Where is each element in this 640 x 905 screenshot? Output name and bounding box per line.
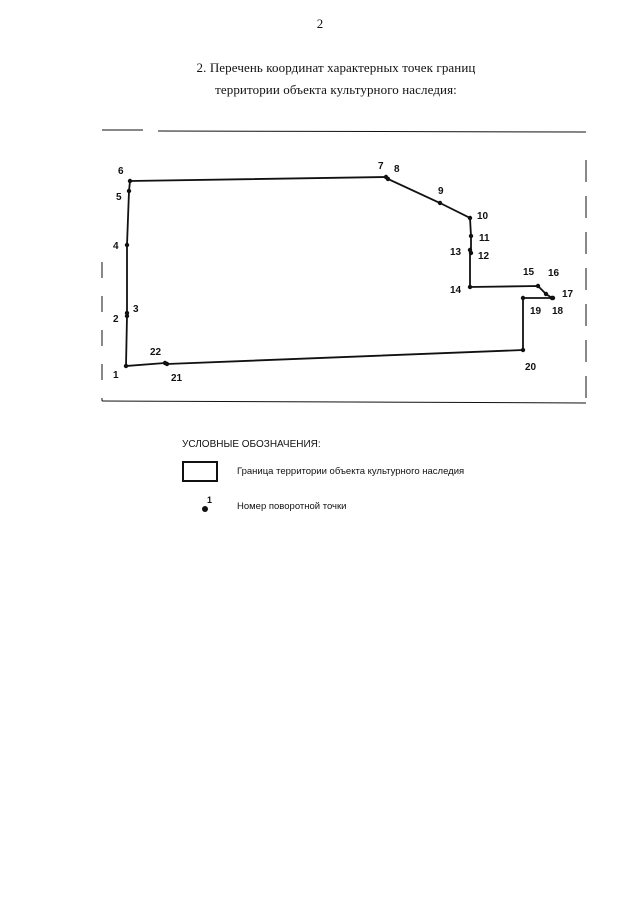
- point-marker-1: [123, 363, 129, 369]
- point-label-11: 11: [479, 233, 490, 244]
- point-label-7: 7: [378, 161, 384, 172]
- point-label-3: 3: [133, 304, 139, 315]
- point-marker-14: [467, 284, 473, 290]
- point-marker-19: [520, 295, 526, 301]
- boundary-polygon: [125, 176, 553, 367]
- page-number: 2: [316, 16, 324, 31]
- point-label-2: 2: [113, 314, 119, 325]
- point-marker-15: [535, 283, 541, 289]
- point-label-22: 22: [150, 347, 162, 358]
- point-label-9: 9: [438, 186, 444, 197]
- point-label-12: 12: [478, 251, 490, 262]
- point-marker-9: [437, 200, 443, 206]
- heading-line-2: территории объекта культурного наследия:: [215, 82, 457, 97]
- point-marker-13: [467, 247, 473, 253]
- point-label-4: 4: [113, 241, 119, 252]
- point-marker-10: [467, 215, 473, 221]
- frame-bottom: [101, 400, 587, 404]
- heading-line-1: 2. Перечень координат характерных точек …: [196, 60, 476, 75]
- point-label-19: 19: [530, 306, 542, 317]
- point-example-number: 1: [207, 495, 213, 505]
- point-marker-6: [127, 178, 133, 184]
- point-dot-icon: [202, 506, 208, 512]
- point-label-14: 14: [450, 285, 462, 296]
- point-label-16: 16: [548, 268, 560, 279]
- point-marker-11: [468, 233, 474, 239]
- boundary-legend-label: Граница территории объекта культурного н…: [237, 466, 465, 477]
- point-label-1: 1: [113, 370, 119, 381]
- boundary-swatch: [182, 461, 218, 482]
- point-marker-22: [162, 360, 168, 366]
- point-marker-5: [126, 188, 132, 194]
- point-label-6: 6: [118, 166, 124, 177]
- map-frame: [101, 129, 587, 404]
- point-marker-8: [385, 176, 391, 182]
- frame-top-right: [157, 130, 587, 133]
- point-label-20: 20: [525, 362, 537, 373]
- point-marker-16: [543, 291, 549, 297]
- point-label-18: 18: [552, 306, 564, 317]
- point-legend-label: Номер поворотной точки: [237, 501, 347, 512]
- point-marker-4: [124, 242, 130, 248]
- point-label-15: 15: [523, 267, 535, 278]
- point-marker-20: [520, 347, 526, 353]
- point-marker-3: [124, 310, 130, 316]
- point-label-17: 17: [562, 289, 574, 300]
- point-label-21: 21: [171, 373, 183, 384]
- point-label-10: 10: [477, 211, 489, 222]
- point-marker-18: [550, 295, 556, 301]
- point-label-8: 8: [394, 164, 400, 175]
- point-label-5: 5: [116, 192, 122, 203]
- point-label-13: 13: [450, 247, 462, 258]
- legend-title: УСЛОВНЫЕ ОБОЗНАЧЕНИЯ:: [182, 439, 321, 450]
